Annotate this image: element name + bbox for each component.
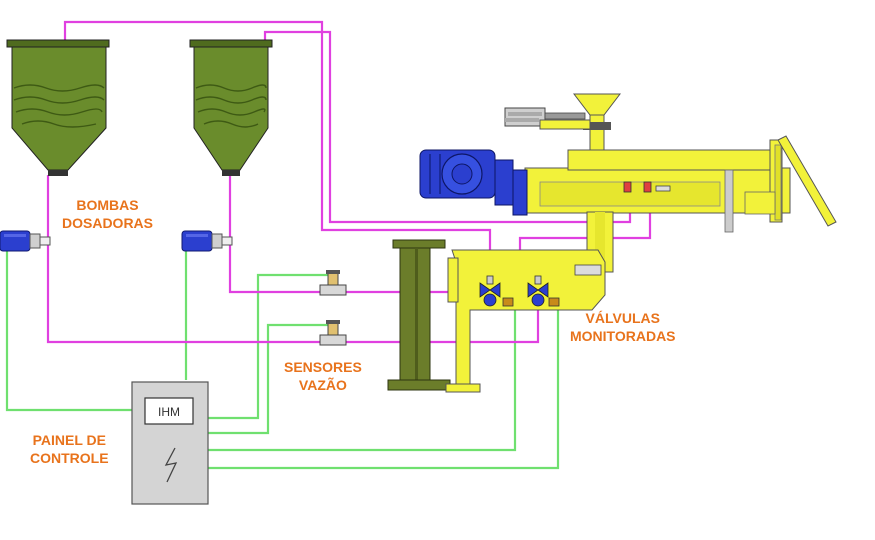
- electric-hazard-icon: [164, 447, 178, 483]
- mixer-machine: [445, 93, 837, 393]
- label-dosing-pumps: BOMBAS DOSADORAS: [62, 197, 154, 231]
- dosing-pump-left: [0, 230, 51, 252]
- monitored-valve-left: [479, 275, 514, 307]
- drive-motor: [419, 149, 528, 216]
- hmi-screen-label: IHM: [158, 405, 180, 419]
- label-flow-sensors: SENSORES VAZÃO: [284, 359, 362, 393]
- flow-sensor-lower: [319, 320, 347, 346]
- machine-stand: [387, 239, 451, 391]
- flow-sensor-upper: [319, 270, 347, 296]
- dosing-pump-right: [181, 230, 233, 252]
- control-panel: IHM: [131, 381, 209, 505]
- monitored-valve-right: [527, 275, 560, 307]
- dosing-tank-right: [189, 39, 273, 176]
- signal-wires: [5, 250, 560, 470]
- label-monitored-valves: VÁLVULAS MONITORADAS: [570, 310, 676, 344]
- label-control-panel: PAINEL DE CONTROLE: [30, 432, 109, 466]
- dosing-tank-left: [6, 39, 110, 176]
